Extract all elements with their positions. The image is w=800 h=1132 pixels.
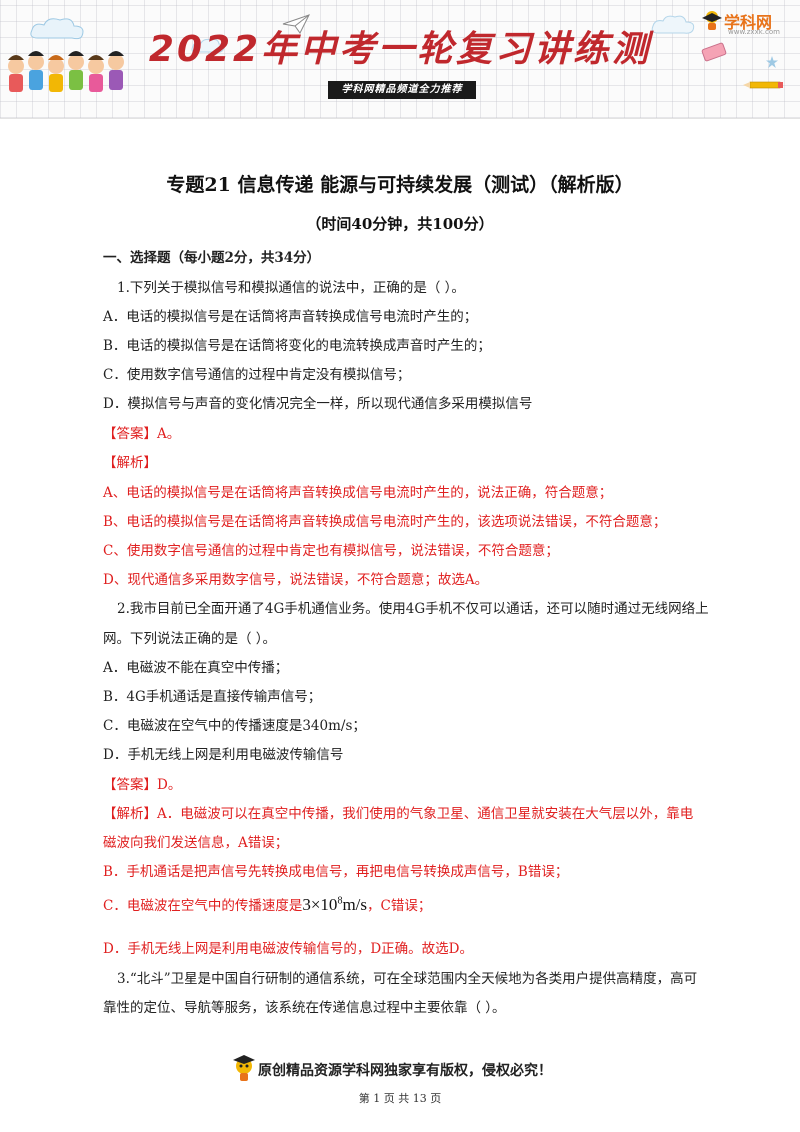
children-illustration <box>8 51 124 92</box>
question-2-option-a: A．电磁波不能在真空中传播； <box>103 660 289 676</box>
banner-title: 2022年中考一轮复习讲练测 <box>148 29 652 70</box>
paper-plane-icon <box>282 14 310 34</box>
question-1-analysis-a: A、电话的模拟信号是在话筒将声音转换成信号电流时产生的，说法正确，符合题意； <box>103 485 613 501</box>
header-banner: 2022年中考一轮复习讲练测 学科网精品频道全力推荐 学科网 www.zxxk.… <box>0 0 800 119</box>
cloud-icon <box>651 15 695 34</box>
document-title: 专题21 信息传递 能源与可持续发展（测试）（解析版） <box>166 174 634 196</box>
formula-exponent: 8 <box>337 895 343 907</box>
page-number: 第 1 页 共 13 页 <box>358 1092 442 1105</box>
question-1-option-a: A．电话的模拟信号是在话筒将声音转换成信号电流时产生的； <box>103 309 478 325</box>
pencil-icon <box>743 81 783 89</box>
question-2-stem-line-1: 2.我市目前已全面开通了4G手机通信业务。使用4G手机不仅可以通话，还可以随时通… <box>117 601 709 617</box>
mascot-icon <box>233 1055 255 1081</box>
star-icon <box>766 56 778 68</box>
eraser-icon <box>701 42 727 62</box>
analysis-c-suffix: ，C错误； <box>367 898 432 914</box>
question-1-answer: 【答案】A。 <box>103 426 181 442</box>
formula-unit: m/s <box>342 895 367 914</box>
logo-icon <box>702 11 722 30</box>
question-2-analysis-line-2: 磁波向我们发送信息，A错误； <box>103 835 289 851</box>
site-logo[interactable]: 学科网 www.zxxk.com <box>700 6 790 38</box>
footer-copyright: 原创精品资源学科网独家享有版权，侵权必究！ <box>258 1063 552 1079</box>
logo-url: www.zxxk.com <box>728 28 780 36</box>
analysis-c-prefix: C．电磁波在空气中的传播速度是 <box>103 898 303 914</box>
question-2-option-d: D．手机无线上网是利用电磁波传输信号 <box>103 747 344 763</box>
question-1-analysis-c: C、使用数字信号通信的过程中肯定也有模拟信号，说法错误，不符合题意； <box>103 543 559 559</box>
question-2-stem-line-2: 网。下列说法正确的是（ ）。 <box>103 631 277 647</box>
question-2-analysis-d: D．手机无线上网是利用电磁波传输信号的，D正确。故选D。 <box>103 941 473 957</box>
question-1-option-c: C．使用数字信号通信的过程中肯定没有模拟信号； <box>103 367 411 383</box>
banner-subtitle: 学科网精品频道全力推荐 <box>328 81 476 99</box>
question-2-option-c: C．电磁波在空气中的传播速度是340m/s； <box>103 718 366 734</box>
question-1-analysis-label: 【解析】 <box>103 455 157 471</box>
question-1-stem: 1.下列关于模拟信号和模拟通信的说法中，正确的是（ ）。 <box>117 280 465 296</box>
question-1-option-d: D．模拟信号与声音的变化情况完全一样，所以现代通信多采用模拟信号 <box>103 396 533 412</box>
question-2-answer: 【答案】D。 <box>103 777 182 793</box>
question-1-analysis-d: D、现代通信多采用数字信号，说法错误，不符合题意；故选A。 <box>103 572 489 588</box>
cloud-icon <box>30 18 84 40</box>
question-2-analysis-b: B．手机通话是把声信号先转换成电信号，再把电信号转换成声信号，B错误； <box>103 864 569 880</box>
question-1-analysis-b: B、电话的模拟信号是在话筒将声音转换成信号电流时产生的，该选项说法错误，不符合题… <box>103 514 667 530</box>
question-2-analysis-line-1: 【解析】A．电磁波可以在真空中传播，我们使用的气象卫星、通信卫星就安装在大气层以… <box>103 806 694 822</box>
logo-text: 学科网 <box>724 13 773 32</box>
question-2-analysis-c: C．电磁波在空气中的传播速度是3×108m/s，C错误； <box>103 894 431 915</box>
document-subtitle: （时间40分钟，共100分） <box>306 215 494 233</box>
cloud-icon <box>191 38 225 53</box>
speed-formula: 3×108m/s <box>302 895 367 914</box>
section-heading: 一、选择题（每小题2分，共34分） <box>103 250 321 266</box>
question-2-option-b: B．4G手机通话是直接传输声信号； <box>103 689 322 705</box>
question-1-option-b: B．电话的模拟信号是在话筒将变化的电流转换成声音时产生的； <box>103 338 491 354</box>
formula-base: 3×10 <box>302 895 338 914</box>
question-3-stem-line-2: 靠性的定位、导航等服务，该系统在传递信息过程中主要依靠（ ）。 <box>103 1000 506 1016</box>
question-3-stem-line-1: 3.“北斗”卫星是中国自行研制的通信系统，可在全球范围内全天候地为各类用户提供高… <box>117 971 698 987</box>
